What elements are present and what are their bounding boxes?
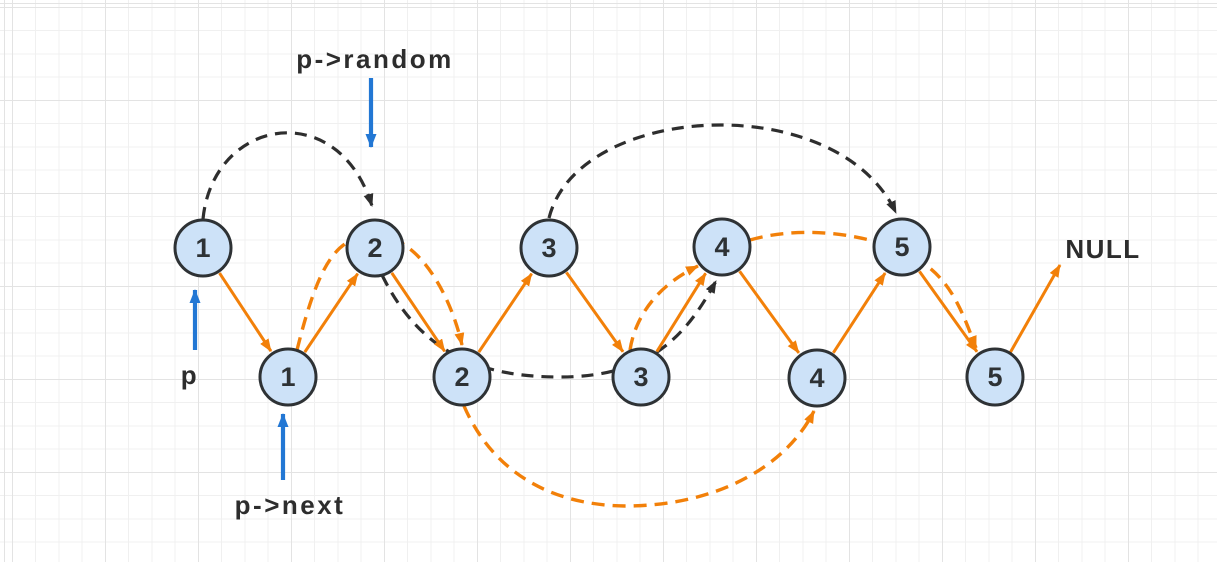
original-node-4	[692, 217, 752, 277]
copy-node-2	[432, 347, 492, 407]
copy-random-2-to-copy4-pointer	[462, 405, 816, 508]
p-random-label: p->random	[296, 44, 454, 74]
copy-node-1-value: 1	[280, 362, 295, 392]
next-4-to-copy4-pointer	[738, 270, 801, 354]
next-1-to-copy1-pointer	[218, 272, 273, 352]
copy-node-5	[965, 347, 1025, 407]
original-node-2	[345, 218, 405, 278]
next-copy4-to-5-pointer	[832, 272, 887, 354]
copy-random-3-to-4-pointer	[628, 264, 699, 351]
original-node-2-value: 2	[367, 233, 382, 263]
next-copy1-to-2-pointer	[303, 272, 359, 353]
random-3-to-5-pointer	[547, 123, 898, 219]
next-copy5-to-null-pointer	[1008, 264, 1062, 354]
p-label: p	[181, 360, 199, 390]
copy-node-3	[611, 347, 671, 407]
copy-node-4-value: 4	[809, 363, 824, 393]
null-label: NULL	[1065, 234, 1140, 264]
original-node-1	[173, 218, 233, 278]
copy-node-1	[258, 347, 318, 407]
copy-node-4	[787, 348, 847, 408]
random-2-to-4-pointer	[380, 274, 718, 379]
next-copy2-to-3-pointer	[477, 272, 533, 353]
next-2-to-copy2-pointer	[390, 272, 446, 353]
original-node-3	[519, 218, 579, 278]
original-node-3-value: 3	[541, 233, 556, 263]
original-node-5	[872, 217, 932, 277]
original-node-1-value: 1	[195, 233, 210, 263]
random-1-to-2-pointer	[201, 131, 374, 220]
original-node-5-value: 5	[894, 232, 909, 262]
p-next-label: p->next	[235, 490, 346, 520]
next-5-to-copy5-pointer	[918, 270, 979, 353]
next-3-to-copy3-pointer	[565, 271, 625, 353]
next-copy3-to-4-pointer	[655, 272, 707, 353]
copy-node-3-value: 3	[633, 362, 648, 392]
copy-node-2-value: 2	[454, 362, 469, 392]
copy-node-5-value: 5	[987, 362, 1002, 392]
original-node-4-value: 4	[714, 232, 729, 262]
